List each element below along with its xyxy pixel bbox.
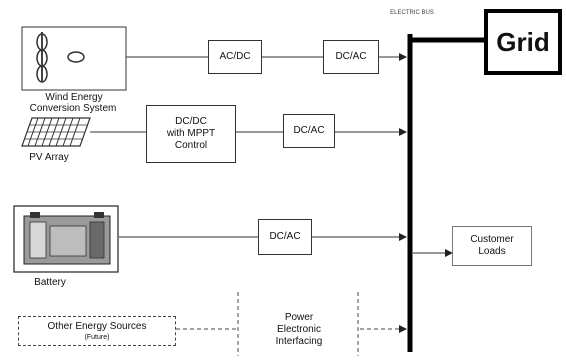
dc-dc-mppt-converter: DC/DC with MPPT Control	[146, 105, 236, 163]
power-electronic-interfacing: Power Electronic Interfacing	[244, 312, 354, 348]
other-energy-sources-box: Other Energy Sources (Future)	[18, 316, 176, 346]
other-line1: Other Energy Sources	[48, 321, 147, 333]
dc-dc-line3: Control	[175, 140, 207, 152]
bus-label: ELECTRIC BUS	[382, 8, 442, 19]
customer-loads-box: Customer Loads	[452, 226, 532, 266]
dc-dc-line1: DC/DC	[175, 116, 207, 128]
pv-array-icon	[22, 118, 90, 146]
customer-line1: Customer	[470, 234, 513, 246]
wind-caption-line2: Conversion System	[8, 103, 138, 114]
pv-caption: PV Array	[14, 152, 84, 163]
dc-ac-converter-pv: DC/AC	[283, 114, 335, 148]
other-line2: (Future)	[85, 333, 110, 342]
battery-icon	[14, 206, 118, 272]
grid-box: Grid	[484, 9, 562, 75]
power-line3: Interfacing	[244, 336, 354, 348]
customer-line2: Loads	[478, 246, 505, 258]
wind-turbine-icon	[22, 27, 126, 90]
power-line2: Electronic	[244, 324, 354, 336]
ac-dc-converter: AC/DC	[208, 40, 262, 74]
battery-caption: Battery	[20, 277, 80, 288]
wind-caption-line1: Wind Energy	[22, 92, 126, 103]
dc-dc-line2: with MPPT	[167, 128, 215, 140]
dc-ac-converter-battery: DC/AC	[258, 219, 312, 255]
dc-ac-converter-wind: DC/AC	[323, 40, 379, 74]
power-line1: Power	[244, 312, 354, 324]
